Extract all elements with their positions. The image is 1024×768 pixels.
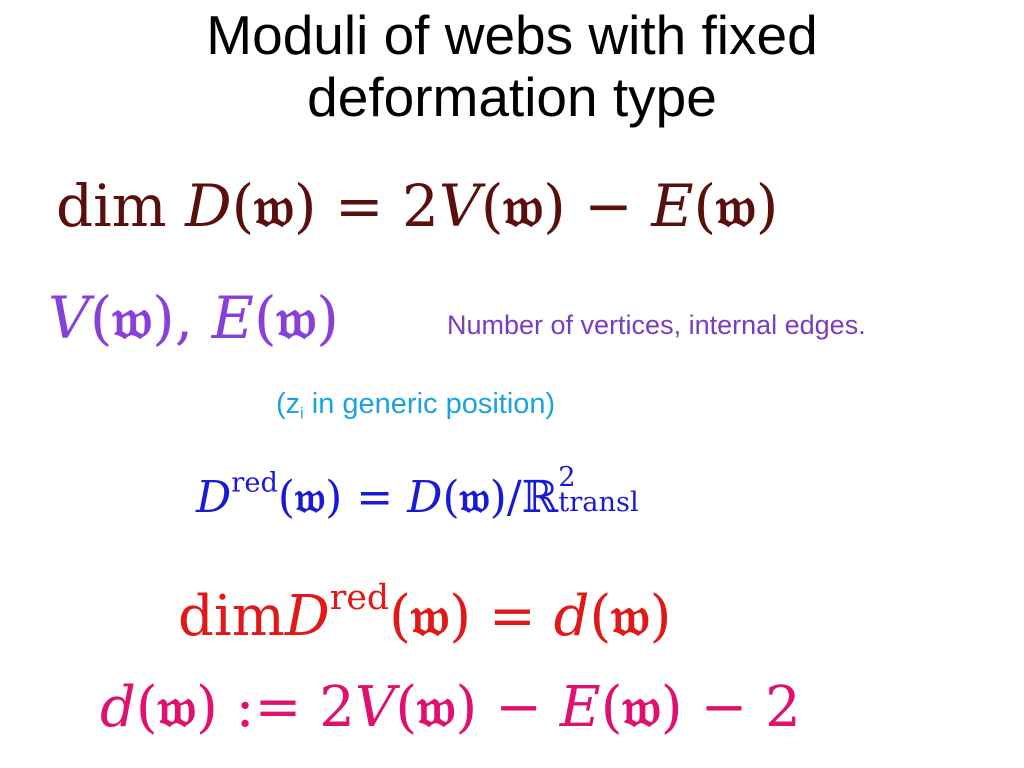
script-d: D <box>185 172 232 240</box>
coefficient: 2 <box>319 675 355 740</box>
d-symbol: d <box>100 675 136 740</box>
equation-reduced-dimension: dimDred(𝔴) = d(𝔴) <box>178 578 672 650</box>
d-symbol: d <box>553 584 590 650</box>
web-symbol: 𝔴 <box>459 471 490 523</box>
note-generic-position: (zi in generic position) <box>276 388 555 424</box>
note-subscript: i <box>300 405 304 423</box>
web-symbol: 𝔴 <box>411 583 450 650</box>
vertex-count-symbol: V <box>48 284 90 352</box>
title-line-1: Moduli of webs with fixed <box>206 4 818 66</box>
edge-count-symbol: E <box>211 284 255 352</box>
superscript-red: red <box>329 578 390 618</box>
web-symbol: 𝔴 <box>254 172 294 240</box>
web-symbol: 𝔴 <box>716 172 756 240</box>
web-symbol: 𝔴 <box>295 471 326 523</box>
dim-operator: dim <box>178 584 285 650</box>
slide-title: Moduli of webs with fixed deformation ty… <box>0 4 1024 128</box>
equation-dimension: dim D(𝔴) = 2V(𝔴) − E(𝔴) <box>56 172 779 240</box>
vertex-count-symbol: V <box>438 172 481 240</box>
edge-count-symbol: E <box>651 172 694 240</box>
equation-counts: V(𝔴), E(𝔴) <box>48 284 339 352</box>
web-symbol: 𝔴 <box>622 674 661 740</box>
web-symbol: 𝔴 <box>157 674 196 740</box>
script-d: D <box>196 471 232 523</box>
equation-d-definition: d(𝔴) := 2V(𝔴) − E(𝔴) − 2 <box>100 674 801 740</box>
real-numbers-symbol: ℝ <box>521 471 559 523</box>
title-line-2: deformation type <box>307 66 717 128</box>
web-symbol: 𝔴 <box>503 172 544 240</box>
exponent-two: 2 <box>558 462 576 493</box>
edge-count-symbol: E <box>559 675 601 740</box>
web-symbol: 𝔴 <box>417 674 456 740</box>
dim-operator: dim <box>56 172 167 240</box>
note-vertices-edges: Number of vertices, internal edges. <box>447 310 866 340</box>
note-suffix: in generic position) <box>303 388 556 420</box>
constant: 2 <box>765 675 801 740</box>
web-symbol: 𝔴 <box>112 284 153 352</box>
vertex-count-symbol: V <box>354 675 396 740</box>
web-symbol: 𝔴 <box>276 284 317 352</box>
coefficient: 2 <box>402 172 439 240</box>
note-prefix: (z <box>276 388 301 420</box>
subscript-transl: transl <box>558 486 639 518</box>
script-d: D <box>284 584 330 650</box>
web-symbol: 𝔴 <box>611 583 650 650</box>
superscript-red: red <box>231 467 278 499</box>
script-d: D <box>407 471 443 523</box>
